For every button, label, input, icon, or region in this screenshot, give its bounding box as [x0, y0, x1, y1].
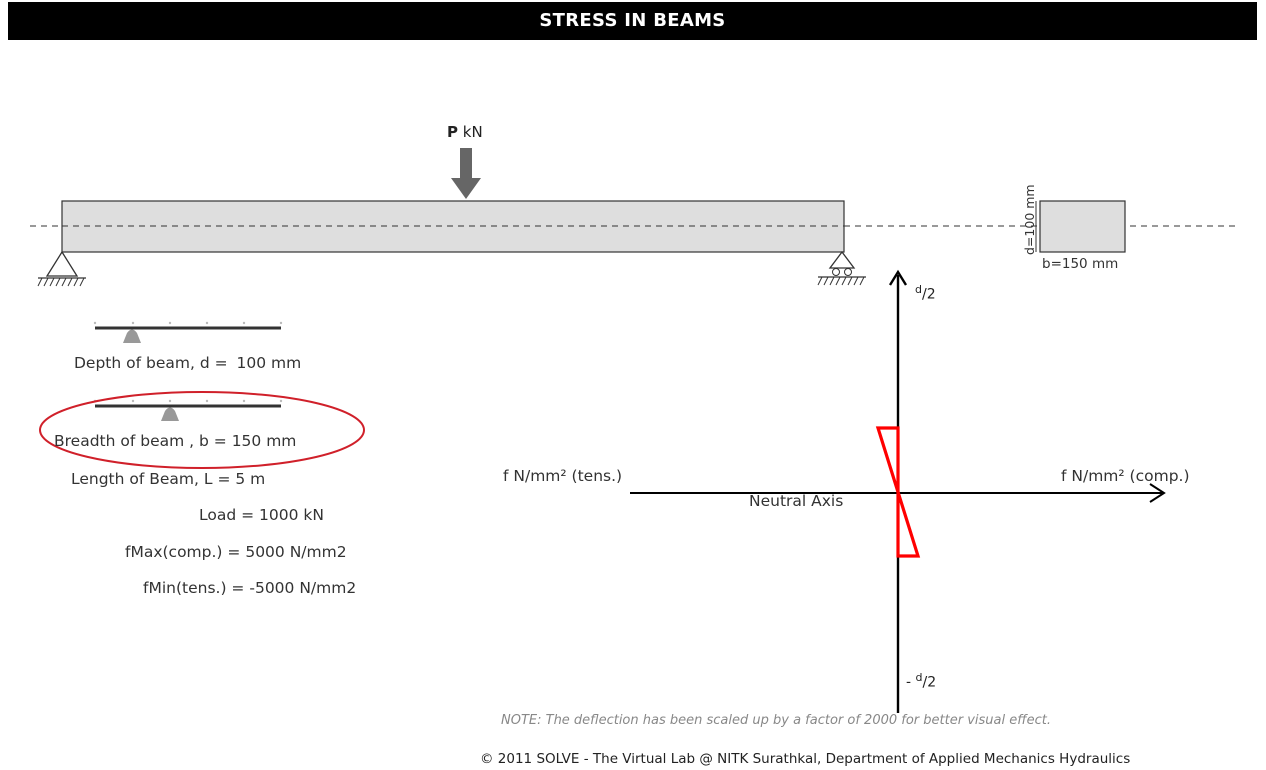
load-param-value: 1000 kN [259, 506, 324, 524]
load-readout: Load = 1000 kN [199, 506, 324, 524]
top-fiber-d: d [915, 283, 922, 296]
length-value: 5 m [235, 470, 266, 488]
highlight-ellipse [39, 391, 365, 469]
bottom-fiber-prefix: - [906, 674, 916, 691]
bottom-fiber-label: - d/2 [906, 671, 936, 691]
compression-stress-block [875, 426, 900, 493]
section-depth-label: d=100 mm [1022, 184, 1037, 255]
tension-stress-block [896, 491, 921, 558]
depth-label: Depth of beam, d = [74, 354, 228, 372]
depth-slider-thumb[interactable] [123, 329, 141, 344]
pin-support-icon [37, 250, 86, 287]
breadth-value: 150 mm [231, 432, 297, 450]
copyright-footer: © 2011 SOLVE - The Virtual Lab @ NITK Su… [480, 751, 1131, 767]
load-symbol: P [447, 123, 458, 141]
load-label: P kN [447, 123, 483, 141]
breadth-label: Breadth of beam , b = [54, 432, 227, 450]
stress-diagram [630, 269, 1166, 713]
breadth-slider-thumb[interactable] [161, 407, 179, 422]
breadth-slider[interactable] [93, 399, 283, 422]
bottom-fiber-den: /2 [922, 674, 937, 691]
fmin-value: -5000 N/mm2 [249, 579, 357, 597]
depth-slider[interactable] [93, 321, 283, 344]
fmin-label: fMin(tens.) = [143, 579, 245, 597]
length-readout: Length of Beam, L = 5 m [71, 470, 265, 488]
bottom-fiber-d: d [915, 671, 923, 684]
breadth-readout: Breadth of beam , b = 150 mm [54, 432, 296, 450]
top-fiber-label: d/2 [915, 283, 936, 303]
length-label: Length of Beam, L = [71, 470, 231, 488]
depth-value: 100 mm [236, 354, 302, 372]
roller-support-icon [817, 250, 866, 286]
fmax-readout: fMax(comp.) = 5000 N/mm2 [125, 543, 347, 561]
compression-axis-label: f N/mm² (comp.) [1061, 467, 1190, 485]
cross-section [1039, 200, 1126, 253]
fmax-value: 5000 N/mm2 [245, 543, 347, 561]
load-unit: kN [462, 123, 483, 141]
neutral-axis-label: Neutral Axis [749, 492, 844, 510]
fmax-label: fMax(comp.) = [125, 543, 241, 561]
fmin-readout: fMin(tens.) = -5000 N/mm2 [143, 579, 356, 597]
tension-axis-label: f N/mm² (tens.) [503, 467, 623, 485]
load-arrow-icon [451, 148, 481, 199]
section-breadth-label: b=150 mm [1042, 256, 1119, 272]
app-title: STRESS IN BEAMS [8, 2, 1257, 40]
depth-readout: Depth of beam, d = 100 mm [74, 354, 301, 372]
load-param-label: Load = [199, 506, 255, 524]
top-fiber-den: /2 [921, 286, 936, 303]
scale-note: NOTE: The deflection has been scaled up … [501, 713, 1051, 728]
